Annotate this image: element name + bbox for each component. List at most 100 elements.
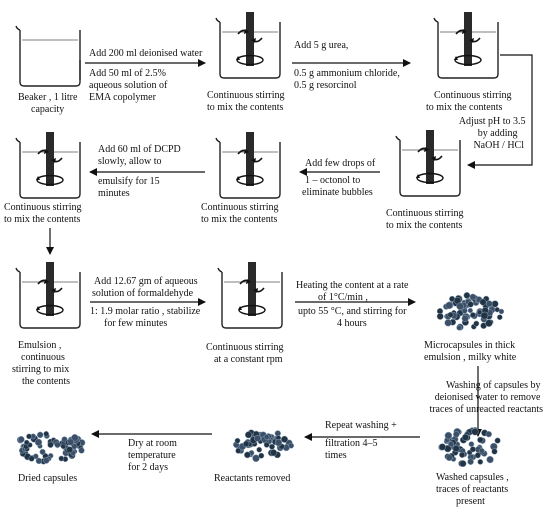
capsule bbox=[243, 440, 250, 447]
capsule bbox=[39, 448, 46, 455]
arrow-adjust-ph-label: Adjust pH to 3.5 by adding NaOH / HCl bbox=[459, 116, 528, 151]
stir-2-caption: Continuous stirring to mix the contents bbox=[426, 90, 514, 113]
capsule bbox=[468, 441, 475, 447]
capsule bbox=[494, 437, 501, 444]
capsule bbox=[467, 301, 474, 308]
capsule bbox=[43, 457, 50, 464]
washed-caption: Washed capsules , traces of reactants pr… bbox=[436, 472, 511, 507]
stir-rpm-caption: Continuous stirring at a constant rpm bbox=[206, 342, 286, 365]
capsule bbox=[269, 443, 275, 450]
arrow-add-octanol-label: Add few drops of 1 – octonol to eliminat… bbox=[302, 158, 378, 198]
capsule bbox=[480, 311, 489, 320]
capsule bbox=[452, 445, 460, 452]
capsule bbox=[28, 455, 35, 462]
capsule bbox=[456, 302, 464, 311]
capsule bbox=[459, 460, 467, 468]
capsule bbox=[26, 433, 32, 440]
capsule-cluster-microcapsules bbox=[436, 292, 505, 331]
capsule bbox=[467, 307, 473, 314]
beaker-stir-4 bbox=[215, 131, 281, 199]
capsule bbox=[496, 314, 503, 321]
capsule bbox=[254, 434, 261, 442]
stir-3-caption: Continuous stirring to mix the contents bbox=[386, 208, 466, 231]
capsule bbox=[263, 434, 270, 440]
capsule bbox=[58, 455, 65, 462]
capsule bbox=[448, 441, 455, 448]
beaker-stir-1 bbox=[215, 11, 281, 79]
capsule bbox=[461, 433, 470, 441]
stir-1-caption: Continuous stirring to mix the contents bbox=[207, 90, 287, 113]
capsule-cluster-washed bbox=[438, 427, 501, 468]
capsule bbox=[459, 451, 466, 458]
capsule bbox=[438, 443, 446, 451]
capsule bbox=[469, 312, 476, 319]
capsule bbox=[485, 300, 493, 308]
arrow-add-dcpd-label: Add 60 ml of DCPD slowly, allow to emuls… bbox=[98, 144, 183, 199]
capsule bbox=[453, 431, 460, 438]
capsule bbox=[463, 292, 471, 299]
beaker-empty bbox=[15, 25, 81, 87]
beaker-stir-2 bbox=[433, 11, 499, 79]
capsule bbox=[479, 447, 485, 454]
capsule bbox=[60, 443, 67, 450]
capsule bbox=[274, 439, 283, 447]
capsule bbox=[54, 441, 61, 448]
beaker-caption: Beaker , 1 litre capacity bbox=[18, 92, 80, 115]
capsule bbox=[485, 319, 493, 327]
capsule bbox=[36, 431, 44, 439]
capsule bbox=[235, 447, 242, 454]
capsule bbox=[498, 308, 505, 315]
capsule bbox=[486, 455, 494, 464]
capsule bbox=[67, 438, 75, 446]
capsule bbox=[23, 439, 30, 446]
arrow-add-ema-label: Add 50 ml of 2.5% aqueous solution of EM… bbox=[89, 68, 170, 103]
capsule bbox=[43, 431, 49, 437]
capsule bbox=[280, 435, 289, 443]
capsule bbox=[244, 431, 253, 439]
capsule bbox=[491, 448, 498, 455]
capsule bbox=[288, 442, 295, 449]
stir-5-caption: Continuous stirring to mix the contents bbox=[4, 202, 84, 225]
capsule bbox=[78, 447, 85, 454]
capsule bbox=[456, 325, 462, 331]
capsule-cluster-reactants-removed bbox=[232, 429, 295, 463]
capsule bbox=[461, 307, 468, 314]
capsule bbox=[477, 459, 484, 465]
capsule-cluster-dried bbox=[16, 431, 86, 465]
removed-caption: Reactants removed bbox=[214, 473, 290, 484]
arrow-adjust-ph bbox=[467, 54, 533, 169]
capsule bbox=[252, 454, 260, 463]
capsule bbox=[444, 431, 453, 440]
capsule bbox=[436, 312, 444, 320]
arrow-add-water-label: Add 200 ml deionised water bbox=[89, 48, 203, 59]
capsule bbox=[256, 446, 263, 453]
capsule bbox=[244, 451, 251, 459]
emulsion-caption: Emulsion , continuous stirring to mix th… bbox=[12, 340, 72, 387]
arrow-repeat-washing-label: Repeat washing + filtration 4–5 times bbox=[325, 420, 399, 461]
capsule bbox=[471, 428, 479, 436]
capsule bbox=[17, 436, 25, 443]
beaker-stir-3 bbox=[395, 129, 461, 197]
microcapsules-caption: Microcapsules in thick emulsion , milky … bbox=[424, 340, 518, 363]
capsule bbox=[34, 438, 43, 446]
capsule bbox=[474, 452, 481, 459]
capsule bbox=[476, 309, 483, 315]
arrow-add-formaldehyde-label: Add 12.67 gm of aqueous solution of form… bbox=[90, 276, 203, 329]
capsule bbox=[66, 446, 74, 454]
capsule bbox=[461, 315, 469, 322]
capsule bbox=[258, 452, 265, 459]
capsule bbox=[485, 431, 492, 438]
arrow-washing-label: Washing of capsules by deionised water t… bbox=[429, 380, 543, 415]
beaker-stir-rpm bbox=[217, 261, 283, 329]
stir-4-caption: Continuous stirring to mix the contents bbox=[201, 202, 281, 225]
capsule bbox=[473, 320, 480, 327]
capsule bbox=[479, 298, 487, 306]
capsule bbox=[444, 319, 452, 327]
capsule bbox=[491, 300, 499, 308]
capsule bbox=[47, 441, 54, 448]
dried-caption: Dried capsules bbox=[18, 473, 77, 484]
capsule bbox=[467, 458, 474, 465]
beaker-emulsion bbox=[15, 261, 81, 329]
capsule bbox=[469, 293, 477, 301]
